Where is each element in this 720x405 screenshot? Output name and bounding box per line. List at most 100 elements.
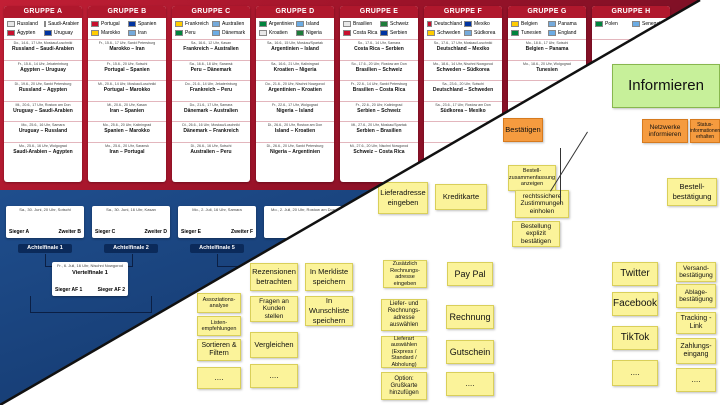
- note-lieferart[interactable]: Lieferart auswählen (Express / Standard …: [381, 336, 427, 368]
- flag-icon: [175, 21, 183, 27]
- note-paypal[interactable]: Pay Pal: [447, 262, 493, 286]
- team-name: Belgien: [521, 20, 538, 27]
- note-tracking-link[interactable]: Tracking - Link: [676, 312, 716, 334]
- flag-icon: [91, 30, 99, 36]
- match-pairing: Südkorea – Mexiko: [440, 107, 486, 114]
- note-placeholder-1[interactable]: ....: [197, 367, 241, 389]
- flag-icon: [7, 21, 15, 27]
- note-zusaetzlich-rechnungsadresse[interactable]: Zusätzlich Rechnungs-adresse eingeben: [383, 260, 427, 288]
- match-pairing: Schweiz – Costa Rica: [353, 148, 405, 155]
- note-vergleichen[interactable]: Vergleichen: [250, 332, 298, 358]
- team-name: Ägypten: [17, 29, 36, 36]
- flag-icon: [343, 21, 351, 27]
- note-wunschliste[interactable]: In Wunschliste speichern: [305, 296, 353, 326]
- note-lieferadresse[interactable]: Lieferadresse eingeben: [378, 182, 428, 214]
- note-bestaetigen[interactable]: Bestätigen: [503, 118, 543, 142]
- match-pairing: Dänemark – Frankreich: [183, 128, 239, 134]
- team-entry: England: [548, 29, 583, 37]
- team-entry: Tunesien: [511, 29, 546, 37]
- note-bestellung-explizit[interactable]: Bestellung explizit bestätigen: [512, 221, 560, 247]
- team-entry: Russland: [7, 20, 42, 28]
- note-gutschein[interactable]: Gutschein: [446, 340, 494, 364]
- note-listenempfehlungen[interactable]: Listen-empfehlungen: [197, 316, 241, 336]
- team-entry: Portugal: [91, 20, 126, 28]
- flag-icon: [632, 21, 640, 27]
- group-title: GRUPPE E: [340, 6, 418, 18]
- note-placeholder-4[interactable]: ....: [612, 360, 658, 386]
- note-bestellbestaetigung[interactable]: Bestell-bestätigung: [667, 178, 717, 206]
- note-fragen-an-kunden[interactable]: Fragen an Kunden stellen: [250, 296, 298, 322]
- achtelfinale-label: Achtelfinale 2: [104, 244, 158, 253]
- note-rechnung[interactable]: Rechnung: [446, 305, 494, 329]
- note-bestell-zusammenfassung[interactable]: Bestell-zusammenfassung anzeigen: [508, 165, 556, 191]
- flag-icon: [511, 21, 519, 27]
- note-assoziationsanalyse[interactable]: Assoziations-analyse: [197, 293, 241, 313]
- note-tiktok[interactable]: TikTok: [612, 326, 658, 350]
- team-entry: Frankreich: [175, 20, 210, 28]
- slot-left: Sieger E: [181, 229, 202, 235]
- note-zahlungseingang[interactable]: Zahlungs-eingang: [676, 338, 716, 364]
- note-twitter[interactable]: Twitter: [612, 262, 658, 286]
- team-entry: Costa Rica: [343, 29, 378, 37]
- group-title: GRUPPE A: [4, 6, 82, 18]
- note-grusskarte[interactable]: Option: Grußkarte hinzufügen: [381, 372, 427, 400]
- quarterfinal-label: Viertelfinale 1: [72, 270, 108, 276]
- note-versandbestaetigung[interactable]: Versand-bestätigung: [676, 262, 716, 282]
- match-pairing: Iran – Spanien: [109, 107, 145, 114]
- flag-icon: [128, 30, 136, 36]
- group-title: GRUPPE C: [172, 6, 250, 18]
- team-entry: Saudi-Arabien: [44, 20, 79, 28]
- team-name: Frankreich: [185, 20, 209, 27]
- match-pairing: Costa Rica – Serbien: [354, 46, 404, 52]
- note-placeholder-3[interactable]: ....: [446, 372, 494, 396]
- match-pairing: Spanien – Marokko: [104, 128, 150, 134]
- match-pairing: Serbien – Schweiz: [357, 107, 401, 114]
- note-ablagebestaetigung[interactable]: Ablage-bestätigung: [676, 284, 716, 308]
- team-entry: Kroatien: [259, 29, 294, 37]
- match-pairing: Argentinien – Island: [271, 46, 319, 52]
- flag-icon: [296, 30, 304, 36]
- team-entry: Brasilien: [343, 20, 378, 28]
- team-entry: Argentinien: [259, 20, 294, 28]
- match-pairing: Brasilien – Schweiz: [355, 66, 403, 73]
- note-facebook[interactable]: Facebook: [612, 292, 658, 316]
- team-entry: Spanien: [128, 20, 163, 28]
- note-informieren[interactable]: Informieren: [612, 64, 720, 108]
- achtelfinale-label: Achtelfinale 1: [18, 244, 72, 253]
- note-liefer-rechnungsadresse[interactable]: Liefer- und Rechnungs-adresse auswählen: [381, 299, 427, 331]
- team-entry: Iran: [128, 29, 163, 37]
- note-merkliste[interactable]: In Merkliste speichern: [305, 263, 353, 291]
- note-placeholder-5[interactable]: ....: [676, 368, 716, 392]
- team-name: Schweden: [437, 29, 461, 36]
- team-entry: Serbien: [380, 29, 415, 37]
- match-time: Fr., 6. Juli, 16 Uhr, Nischni Nowgorod: [56, 263, 124, 268]
- note-status-informationen[interactable]: Status-informationen erhalten: [690, 119, 720, 143]
- team-name: Kroatien: [269, 29, 288, 36]
- note-netzwerke-informieren[interactable]: Netzwerke informieren: [642, 119, 688, 143]
- note-kreditkarte[interactable]: Kreditkarte: [435, 184, 487, 210]
- note-placeholder-2[interactable]: ....: [250, 364, 298, 388]
- flag-icon: [548, 30, 556, 36]
- group-title: GRUPPE D: [256, 6, 334, 18]
- match-time: Mo., 18.6., 14 Uhr, Nischni Nowgorod: [433, 61, 493, 66]
- team-entry: Schweden: [427, 29, 462, 37]
- team-name: Spanien: [138, 20, 157, 27]
- team-name: Brasilien: [353, 20, 373, 27]
- match-pairing: Nigeria – Argentinien: [269, 148, 321, 155]
- note-rezensionen[interactable]: Rezensionen betrachten: [250, 263, 298, 291]
- note-sortieren-filtern[interactable]: Sortieren & Filtern: [197, 339, 241, 361]
